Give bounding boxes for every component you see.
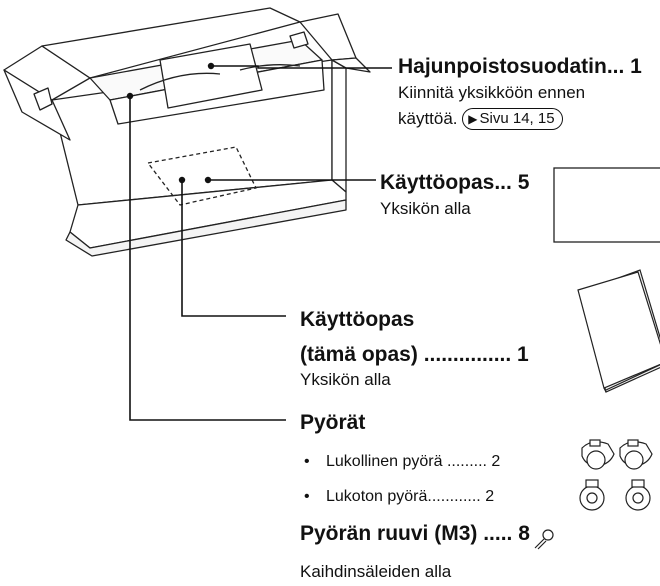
bullet: • <box>304 453 310 470</box>
filter-item-desc-line1: Kiinnitä yksikköön ennen <box>398 83 586 102</box>
non-locking-wheel-row: • Lukoton pyörä............ 2 <box>304 489 494 505</box>
bullet: • <box>304 488 310 505</box>
guide-sheet <box>553 167 660 243</box>
filter-item-desc-line2: käyttöä. ▶Sivu 14, 15 <box>398 108 563 130</box>
manual-item-desc: Yksikön alla <box>300 370 391 389</box>
page-reference-text: Sivu 14, 15 <box>479 110 555 127</box>
manual-item-name-line2: (tämä opas) ............... 1 <box>300 343 529 366</box>
locking-wheel-label: Lukollinen pyörä ......... 2 <box>326 453 501 470</box>
play-arrow-icon: ▶ <box>468 112 478 126</box>
hidden-guide-outline <box>147 146 257 206</box>
locking-wheel-row: • Lukollinen pyörä ......... 2 <box>304 454 500 470</box>
filter-item-name: Hajunpoistosuodatin... 1 <box>398 55 642 78</box>
non-locking-casters <box>579 479 651 511</box>
guide-item-desc: Yksikön alla <box>380 199 471 218</box>
wheels-title: Pyörät <box>300 411 366 434</box>
manual-item-name-line1: Käyttöopas <box>300 308 415 331</box>
screw-item-desc: Kaihdinsäleiden alla <box>300 562 452 581</box>
screw-item-name: Pyörän ruuvi (M3) ..... 8 <box>300 522 530 545</box>
guide-item-name: Käyttöopas... 5 <box>380 171 530 194</box>
manual-booklet <box>577 269 660 393</box>
screw-icon <box>534 529 554 550</box>
cardboard-box <box>3 7 371 257</box>
filter-item-desc-text: käyttöä. <box>398 109 458 128</box>
page-reference-badge: ▶Sivu 14, 15 <box>462 108 563 130</box>
non-locking-wheel-label: Lukoton pyörä............ 2 <box>326 488 495 505</box>
locking-casters <box>581 439 653 470</box>
